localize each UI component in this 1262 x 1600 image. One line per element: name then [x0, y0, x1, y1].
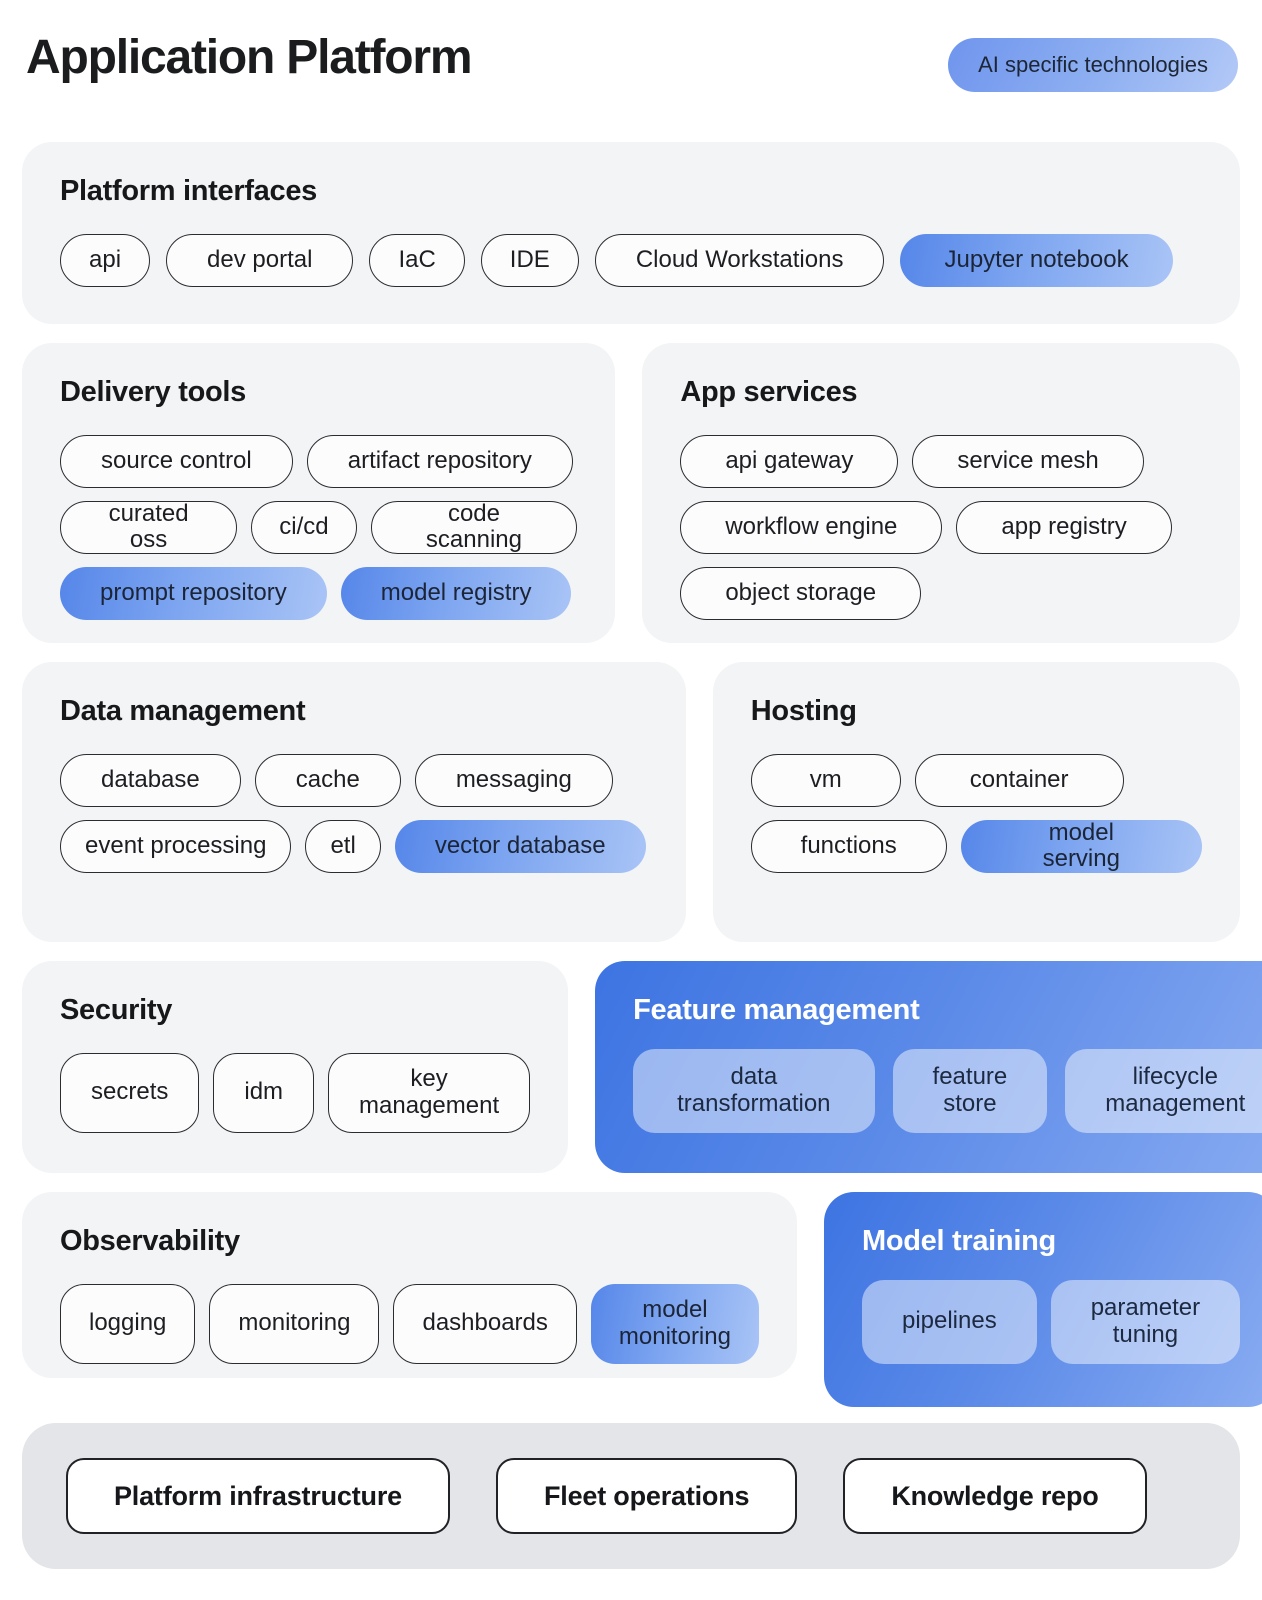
- section-title-model-training: Model training: [861, 1225, 1056, 1257]
- pill-rows: vm container functions model serving: [750, 753, 1202, 873]
- pill-rows: source control artifact repository curat…: [60, 434, 578, 620]
- pill-rows: api dev portal IaC IDE Cloud Workstation…: [60, 233, 1202, 287]
- section-title-feature-management: Feature management: [633, 994, 920, 1026]
- chip-event-processing: event processing: [60, 819, 292, 873]
- section-title-app-services: App services: [680, 376, 858, 408]
- pill-rows: logging monitoring dashboards model moni…: [60, 1283, 759, 1364]
- panel-feature-management: Feature management data transformation f…: [595, 961, 1262, 1173]
- chip-app-registry: app registry: [956, 500, 1172, 554]
- pill-row: logging monitoring dashboards model moni…: [60, 1283, 759, 1364]
- pill-row: event processing etl vector database: [60, 819, 648, 873]
- ai-specific-technologies-badge: AI specific technologies: [948, 38, 1238, 92]
- chip-parameter-tuning: parameter tuning: [1050, 1279, 1241, 1364]
- chip-model-registry: model registry: [340, 566, 572, 620]
- pill-row: prompt repository model registry: [60, 566, 577, 620]
- panel-security: Security secrets idm key management: [22, 961, 569, 1173]
- pill-row: workflow engine app registry: [680, 500, 1202, 554]
- chip-platform-infrastructure: Platform infrastructure: [66, 1458, 450, 1534]
- chip-cloud-workstations: Cloud Workstations: [594, 233, 885, 287]
- section-title-delivery-tools: Delivery tools: [60, 376, 246, 408]
- chip-pipelines: pipelines: [861, 1279, 1037, 1364]
- chip-api: api: [60, 233, 151, 287]
- section-title-security: Security: [60, 994, 173, 1026]
- chip-code-scanning: code scanning: [370, 500, 578, 554]
- pill-row: object storage: [680, 566, 1202, 620]
- chip-ide: IDE: [480, 233, 579, 287]
- chip-logging: logging: [60, 1283, 196, 1364]
- section-title-data-management: Data management: [60, 695, 306, 727]
- chip-monitoring: monitoring: [209, 1283, 380, 1364]
- chip-curated-oss: curated oss: [60, 500, 238, 554]
- panel-foundation: Platform infrastructure Fleet operations…: [22, 1423, 1240, 1569]
- chip-feature-store: feature store: [892, 1048, 1048, 1133]
- chip-cache: cache: [254, 753, 401, 807]
- chip-api-gateway: api gateway: [680, 434, 899, 488]
- pill-rows: database cache messaging event processin…: [60, 753, 648, 873]
- chip-data-transformation: data transformation: [633, 1048, 875, 1133]
- panel-platform-interfaces: Platform interfaces api dev portal IaC I…: [22, 142, 1240, 324]
- row-observability-modeltraining: Observability logging monitoring dashboa…: [22, 1192, 1262, 1407]
- pill-row: api dev portal IaC IDE Cloud Workstation…: [60, 233, 1202, 287]
- pill-row: vm container: [750, 753, 1202, 807]
- section-title-hosting: Hosting: [750, 695, 857, 727]
- chip-iac: IaC: [369, 233, 465, 287]
- chip-database: database: [60, 753, 241, 807]
- panel-model-training: Model training pipelines parameter tunin…: [823, 1192, 1262, 1407]
- chip-vm: vm: [750, 753, 901, 807]
- chip-fleet-operations: Fleet operations: [495, 1458, 798, 1534]
- row-data-hosting: Data management database cache messaging…: [22, 662, 1240, 942]
- chip-dashboards: dashboards: [393, 1283, 577, 1364]
- panel-app-services: App services api gateway service mesh wo…: [642, 343, 1240, 643]
- pill-row: functions model serving: [750, 819, 1202, 873]
- chip-functions: functions: [750, 819, 947, 873]
- section-title-platform-interfaces: Platform interfaces: [60, 175, 317, 207]
- panel-delivery-tools: Delivery tools source control artifact r…: [22, 343, 616, 643]
- chip-messaging: messaging: [414, 753, 613, 807]
- panel-data-management: Data management database cache messaging…: [22, 662, 686, 942]
- pill-row: data transformation feature store lifecy…: [633, 1048, 1262, 1133]
- chip-dev-portal: dev portal: [166, 233, 354, 287]
- pill-row: database cache messaging: [60, 753, 648, 807]
- pill-row: pipelines parameter tuning: [861, 1279, 1241, 1364]
- pill-rows: pipelines parameter tuning: [861, 1279, 1241, 1364]
- chip-model-monitoring: model monitoring: [590, 1283, 759, 1364]
- chip-jupyter-notebook: Jupyter notebook: [900, 233, 1173, 287]
- chip-ci-cd: ci/cd: [251, 500, 357, 554]
- chip-secrets: secrets: [60, 1052, 200, 1133]
- panel-hosting: Hosting vm container functions model ser…: [712, 662, 1240, 942]
- chip-artifact-repository: artifact repository: [306, 434, 573, 488]
- chip-etl: etl: [305, 819, 381, 873]
- header: Application Platform AI specific technol…: [22, 0, 1240, 92]
- chip-container: container: [914, 753, 1124, 807]
- pill-row: api gateway service mesh: [680, 434, 1202, 488]
- section-title-observability: Observability: [60, 1225, 240, 1257]
- chip-model-serving: model serving: [960, 819, 1202, 873]
- page-title: Application Platform: [26, 31, 473, 84]
- chip-vector-database: vector database: [394, 819, 646, 873]
- chip-knowledge-repo: Knowledge repo: [843, 1458, 1147, 1534]
- pill-row: secrets idm key management: [60, 1052, 531, 1133]
- pill-rows: secrets idm key management: [60, 1052, 531, 1133]
- chip-prompt-repository: prompt repository: [60, 566, 327, 620]
- pill-row: source control artifact repository: [60, 434, 577, 488]
- pill-rows: api gateway service mesh workflow engine…: [680, 434, 1202, 620]
- chip-service-mesh: service mesh: [912, 434, 1144, 488]
- chip-key-management: key management: [328, 1052, 531, 1133]
- chip-source-control: source control: [60, 434, 293, 488]
- chip-idm: idm: [213, 1052, 315, 1133]
- chip-lifecycle-management: lifecycle management: [1065, 1048, 1262, 1133]
- chip-object-storage: object storage: [680, 566, 922, 620]
- row-security-feature: Security secrets idm key management Feat…: [22, 961, 1262, 1173]
- pill-rows: data transformation feature store lifecy…: [633, 1048, 1262, 1133]
- chip-workflow-engine: workflow engine: [680, 500, 943, 554]
- pill-row: curated oss ci/cd code scanning: [60, 500, 578, 554]
- panel-observability: Observability logging monitoring dashboa…: [22, 1192, 797, 1378]
- row-delivery-appservices: Delivery tools source control artifact r…: [22, 343, 1240, 643]
